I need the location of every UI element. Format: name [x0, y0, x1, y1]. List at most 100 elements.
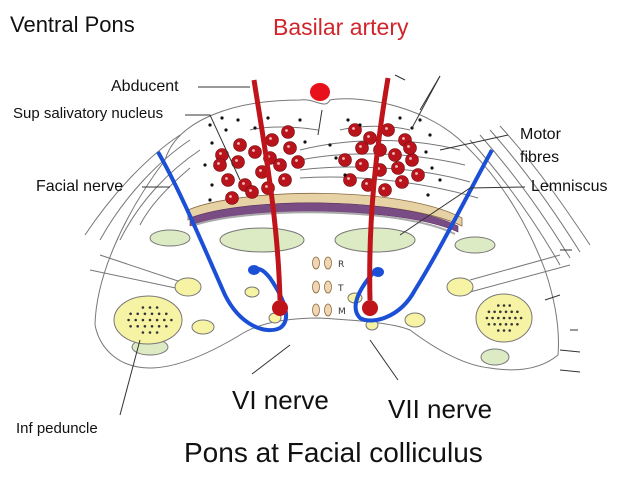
- peduncle-dot: [508, 329, 512, 332]
- red-nucleus-highlight: [367, 135, 370, 138]
- red-nucleus: [411, 168, 425, 182]
- red-nucleus-highlight: [392, 152, 395, 155]
- peduncle-dot: [508, 316, 512, 320]
- right-vi-nucleus: [362, 300, 378, 316]
- peduncle-dot: [497, 304, 500, 307]
- red-nucleus-highlight: [359, 145, 362, 148]
- black-dot: [224, 128, 228, 132]
- motor-fibres-label-line1: Motor: [520, 126, 561, 143]
- motor-fibres-label-line2: fibres: [520, 149, 560, 166]
- red-nucleus: [405, 153, 419, 167]
- peduncle-dot: [134, 318, 137, 322]
- black-dot: [438, 178, 442, 182]
- left-abducent-nerve: [251, 79, 283, 301]
- red-nucleus: [265, 133, 279, 147]
- red-nucleus-highlight: [402, 137, 405, 140]
- left-green-body: [219, 227, 305, 253]
- left-vi-nucleus: [272, 300, 288, 316]
- red-nucleus: [388, 148, 402, 162]
- black-dot: [210, 141, 214, 145]
- diagram-title: Ventral Pons: [10, 12, 135, 37]
- red-nucleus: [355, 158, 369, 172]
- red-nucleus-highlight: [249, 189, 252, 192]
- red-nucleus: [225, 191, 239, 205]
- right-green-body: [334, 227, 416, 253]
- red-nucleus-highlight: [282, 177, 285, 180]
- peduncle-dot: [129, 325, 132, 328]
- peduncle-dot: [148, 306, 152, 309]
- peduncle-dot: [514, 316, 517, 320]
- black-dot: [334, 156, 338, 160]
- red-nucleus-highlight: [365, 182, 368, 185]
- basilar-artery-dot: [310, 83, 330, 101]
- red-nucleus: [355, 141, 369, 155]
- red-nucleus: [291, 155, 305, 169]
- red-nucleus: [213, 158, 227, 172]
- red-nucleus: [343, 173, 357, 187]
- peduncle-dot: [127, 318, 130, 322]
- red-nucleus-highlight: [399, 179, 402, 182]
- vii-nerve-label: VII nerve: [388, 394, 493, 424]
- black-dot: [358, 123, 362, 127]
- red-nucleus-highlight: [382, 187, 385, 190]
- red-nucleus: [391, 161, 405, 175]
- black-dot: [208, 198, 212, 202]
- peduncle-dot: [502, 329, 506, 332]
- red-nucleus-highlight: [242, 182, 245, 185]
- red-nucleus-highlight: [287, 145, 290, 148]
- motor-fibre-nuclei: [213, 123, 425, 205]
- black-dot: [266, 116, 270, 120]
- peduncle-dot: [516, 310, 519, 314]
- peduncle-dot: [504, 323, 508, 326]
- red-nucleus-highlight: [265, 185, 268, 188]
- leader-lines: [119, 74, 581, 416]
- peduncle-dot: [497, 316, 500, 320]
- diagram-caption: Pons at Facial colliculus: [184, 437, 483, 468]
- red-nucleus-highlight: [217, 162, 220, 165]
- peduncle-dot: [143, 325, 147, 328]
- red-nucleus-highlight: [342, 157, 345, 160]
- midline-nuclei: [312, 256, 332, 317]
- red-nucleus: [363, 131, 377, 145]
- red-nucleus-highlight: [359, 162, 362, 165]
- red-nucleus-highlight: [352, 127, 355, 130]
- peduncle-dot: [141, 306, 145, 309]
- red-nucleus-highlight: [285, 129, 288, 132]
- red-nucleus: [348, 123, 362, 137]
- midline-letter-r: R: [338, 260, 344, 270]
- red-nucleus: [248, 145, 262, 159]
- peduncle-dot: [157, 325, 161, 328]
- black-dot: [303, 140, 307, 144]
- red-nucleus-highlight: [252, 149, 255, 152]
- red-nucleus: [233, 138, 247, 152]
- black-dot: [328, 143, 332, 147]
- peduncle-dot: [143, 312, 147, 316]
- peduncle-dot: [155, 331, 159, 334]
- red-nucleus: [245, 185, 259, 199]
- left-inf-peduncle: [113, 295, 183, 345]
- red-nucleus: [338, 153, 352, 167]
- red-nucleus-highlight: [219, 152, 222, 155]
- red-nucleus-highlight: [235, 159, 238, 162]
- black-dot: [430, 166, 434, 170]
- peduncle-dot: [502, 316, 506, 320]
- peduncle-dot: [516, 323, 519, 326]
- black-dot: [418, 118, 422, 122]
- black-dot: [210, 183, 214, 187]
- red-nucleus: [395, 175, 409, 189]
- peduncle-dot: [129, 312, 132, 316]
- black-dot: [298, 118, 302, 122]
- peduncle-dot: [136, 312, 139, 316]
- black-dot: [346, 118, 350, 122]
- peduncle-dot: [141, 318, 145, 322]
- peduncle-dot: [504, 310, 508, 314]
- peduncle-dot: [502, 304, 506, 307]
- red-nucleus-highlight: [385, 127, 388, 130]
- peduncle-dot: [165, 312, 168, 316]
- peduncle-dot: [148, 331, 152, 334]
- peduncle-dot: [510, 323, 513, 326]
- sup-salivatory-label: Sup salivatory nucleus: [13, 105, 164, 122]
- pons-outline: [94, 98, 559, 371]
- left-facial-nerve-end: [248, 265, 260, 275]
